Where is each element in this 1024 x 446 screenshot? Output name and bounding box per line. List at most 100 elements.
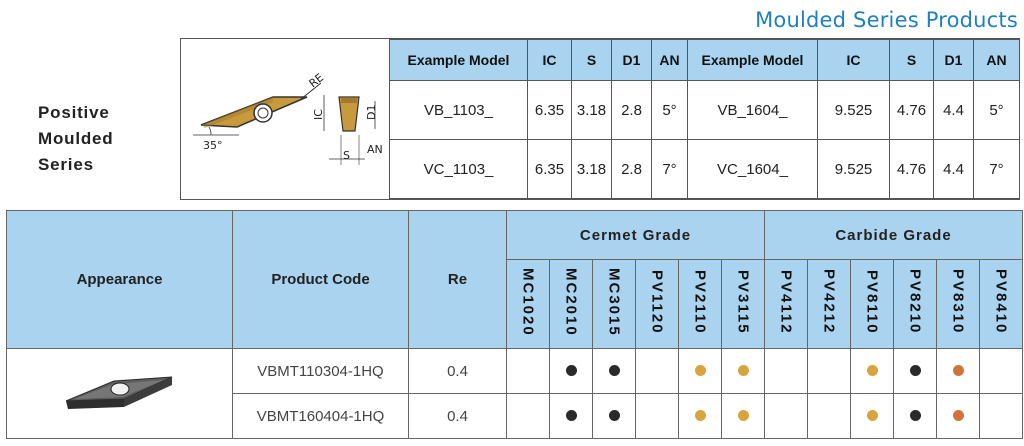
grade-mark-cell [807, 393, 851, 439]
table-cell: 3.18 [571, 139, 612, 199]
appearance-header: Appearance [6, 210, 233, 349]
d1-label: D1 [365, 105, 378, 120]
grade-names-row: MC1020 MC2010 MC3015 PV1120 PV2110 PV311… [7, 259, 1023, 349]
col-header: S [889, 39, 934, 81]
grade-mark-cell [549, 348, 593, 394]
grade-mark-cell [678, 393, 722, 439]
grade-mark-cell [506, 393, 550, 439]
table-cell: 4.76 [889, 80, 934, 140]
series-title: Positive Moulded Series [38, 100, 113, 178]
insert-drawing: RE 35° IC D1 S AN [193, 71, 383, 165]
carbide-grade-header: Carbide Grade [764, 210, 1023, 260]
black-dot-icon [608, 409, 620, 421]
table-cell: 3.18 [571, 80, 612, 140]
insert-hole-icon [253, 103, 273, 123]
table-cell: 4.4 [933, 139, 974, 199]
col-header: Example Model [389, 39, 528, 81]
grade-mark-cell [936, 393, 980, 439]
table-cell: 4.4 [933, 80, 974, 140]
grade-header: PV1120 [635, 259, 679, 349]
grade-mark-cell [893, 348, 937, 394]
example-model-panel: RE 35° IC D1 S AN Example [180, 38, 1020, 200]
product-code-header: Product Code [232, 210, 409, 349]
grade-header: PV4212 [807, 259, 851, 349]
black-dot-icon [909, 409, 921, 421]
orange-dot-icon [952, 364, 964, 376]
series-title-line2: Moulded [38, 129, 114, 148]
cermet-grade-header: Cermet Grade [506, 210, 765, 260]
grade-header: MC2010 [549, 259, 593, 349]
re-header: Re [408, 210, 507, 349]
re-label: RE [307, 71, 327, 90]
grade-header: PV3115 [721, 259, 765, 349]
table-cell: 2.8 [611, 80, 652, 140]
col-header: Example Model [687, 39, 818, 81]
table-row: VBMT110304-1HQ 0.4 [6, 348, 1023, 439]
insert-dimension-diagram: RE 35° IC D1 S AN [181, 39, 390, 199]
grade-mark-cell [764, 393, 808, 439]
col-header: IC [527, 39, 572, 81]
black-dot-icon [565, 364, 577, 376]
table-cell: 7° [651, 139, 688, 199]
col-header: AN [651, 39, 688, 81]
black-dot-icon [909, 364, 921, 376]
col-header: IC [817, 39, 890, 81]
insert-appearance-image [6, 348, 233, 439]
grade-mark-cell [850, 393, 894, 439]
angle-label: 35° [203, 139, 223, 152]
table-cell: VB_1103_ [389, 80, 528, 140]
table-cell: 7° [973, 139, 1020, 199]
grade-header: PV8210 [893, 259, 937, 349]
example-header-row: Example Model IC S D1 AN Example Model I… [389, 39, 1020, 81]
table-cell: 6.35 [527, 80, 572, 140]
grade-header: PV8310 [936, 259, 980, 349]
grade-group-header-row: Appearance Product Code Re Cermet Grade … [6, 210, 1023, 349]
table-cell: VC_1103_ [389, 139, 528, 199]
grade-mark-cell [678, 348, 722, 394]
grade-mark-cell [549, 393, 593, 439]
grade-mark-cell [635, 393, 679, 439]
orange-dot-icon [952, 409, 964, 421]
grade-mark-cell [979, 348, 1023, 394]
gold-dot-icon [694, 364, 706, 376]
black-dot-icon [608, 364, 620, 376]
example-row: VC_1103_ 6.35 3.18 2.8 7° VC_1604_ 9.525… [389, 139, 1020, 199]
example-model-table: Example Model IC S D1 AN Example Model I… [389, 39, 1020, 199]
table-cell: 6.35 [527, 139, 572, 199]
grade-mark-cell [592, 348, 636, 394]
series-title-line3: Series [38, 155, 94, 174]
grade-header: MC1020 [506, 259, 550, 349]
grade-header: PV4112 [764, 259, 808, 349]
table-cell: 4.76 [889, 139, 934, 199]
example-row: VB_1103_ 6.35 3.18 2.8 5° VB_1604_ 9.525… [389, 80, 1020, 140]
grade-mark-cell [721, 348, 765, 394]
table-cell: VB_1604_ [687, 80, 818, 140]
grade-mark-cell [893, 393, 937, 439]
ic-label: IC [312, 109, 325, 120]
grade-header: PV2110 [678, 259, 722, 349]
grade-mark-cell [721, 393, 765, 439]
product-code-cell: VBMT160404-1HQ [232, 393, 409, 439]
table-cell: VC_1604_ [687, 139, 818, 199]
black-dot-icon [565, 409, 577, 421]
col-header: D1 [611, 39, 652, 81]
col-header: D1 [933, 39, 974, 81]
an-label: AN [367, 143, 383, 156]
s-label: S [343, 149, 350, 162]
grade-header: MC3015 [592, 259, 636, 349]
table-row: VBMT160404-1HQ 0.4 [7, 393, 1023, 439]
gold-dot-icon [737, 409, 749, 421]
gold-dot-icon [737, 364, 749, 376]
re-cell: 0.4 [408, 393, 507, 439]
table-cell: 5° [651, 80, 688, 140]
col-header: S [571, 39, 612, 81]
insert-photo-icon [65, 376, 172, 409]
table-cell: 9.525 [817, 80, 890, 140]
grade-mark-cell [807, 348, 851, 394]
table-cell: 2.8 [611, 139, 652, 199]
table-cell: 5° [973, 80, 1020, 140]
gold-dot-icon [866, 364, 878, 376]
gold-dot-icon [694, 409, 706, 421]
grade-mark-cell [635, 348, 679, 394]
header-title: Moulded Series Products [755, 8, 1018, 32]
